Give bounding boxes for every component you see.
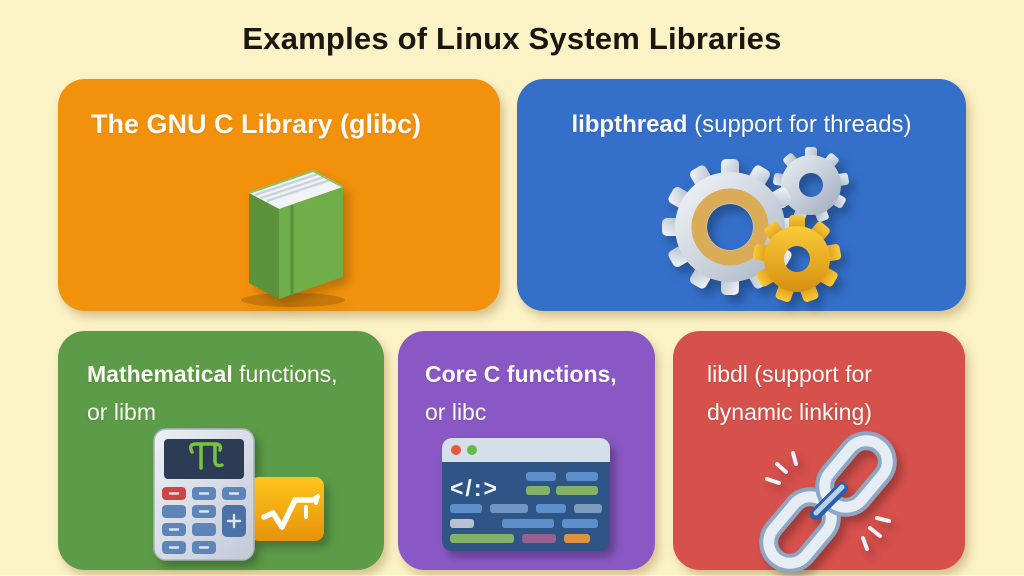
page-title: Examples of Linux System Libraries xyxy=(242,21,782,56)
square-root-icon xyxy=(250,477,324,541)
card-libc-title: Core C functions, or libc xyxy=(398,331,655,431)
calculator-icon xyxy=(153,428,324,561)
gears-icon xyxy=(662,147,849,302)
card-libpthread: libpthread (support for threads) xyxy=(517,79,966,311)
window-dot-red xyxy=(451,445,461,455)
chain-connector xyxy=(810,482,848,520)
card-libdl: libdl (support for dynamic linking) xyxy=(673,331,965,573)
code-lines xyxy=(450,472,602,543)
card-glibc-title-bold: The GNU C Library (glibc) xyxy=(91,109,422,139)
card-libpthread-title-bold: libpthread xyxy=(571,111,688,138)
code-glyph: </:> xyxy=(450,475,499,501)
window-dot-green xyxy=(467,445,477,455)
card-libdl-title-rest: libdl (support for dynamic linking) xyxy=(707,361,872,426)
card-libm: Mathematical functions, or libm xyxy=(58,331,384,570)
card-libdl-title: libdl (support for dynamic linking) xyxy=(673,331,965,431)
book-icon xyxy=(241,169,345,307)
chain-link-icon xyxy=(759,431,897,573)
card-libpthread-title-rest: (support for threads) xyxy=(687,111,912,138)
card-libc-title-rest: or libc xyxy=(425,399,487,426)
calculator-body xyxy=(153,428,255,561)
card-glibc: The GNU C Library (glibc) xyxy=(58,79,500,311)
card-glibc-title: The GNU C Library (glibc) xyxy=(58,79,500,147)
card-libm-title-bold: Mathematical xyxy=(87,361,233,387)
small-gear xyxy=(773,147,849,222)
card-libpthread-title: libpthread (support for threads) xyxy=(517,79,966,145)
card-libm-title: Mathematical functions, or libm xyxy=(58,331,384,431)
card-libm-title-rest: functions, or libm xyxy=(87,361,338,426)
card-libc: Core C functions, or libc </:> xyxy=(398,331,655,570)
spark-lines xyxy=(765,451,891,551)
code-window-icon: </:> xyxy=(442,438,610,551)
gold-gear xyxy=(752,215,842,302)
card-libc-title-bold: Core C functions, xyxy=(425,361,617,387)
